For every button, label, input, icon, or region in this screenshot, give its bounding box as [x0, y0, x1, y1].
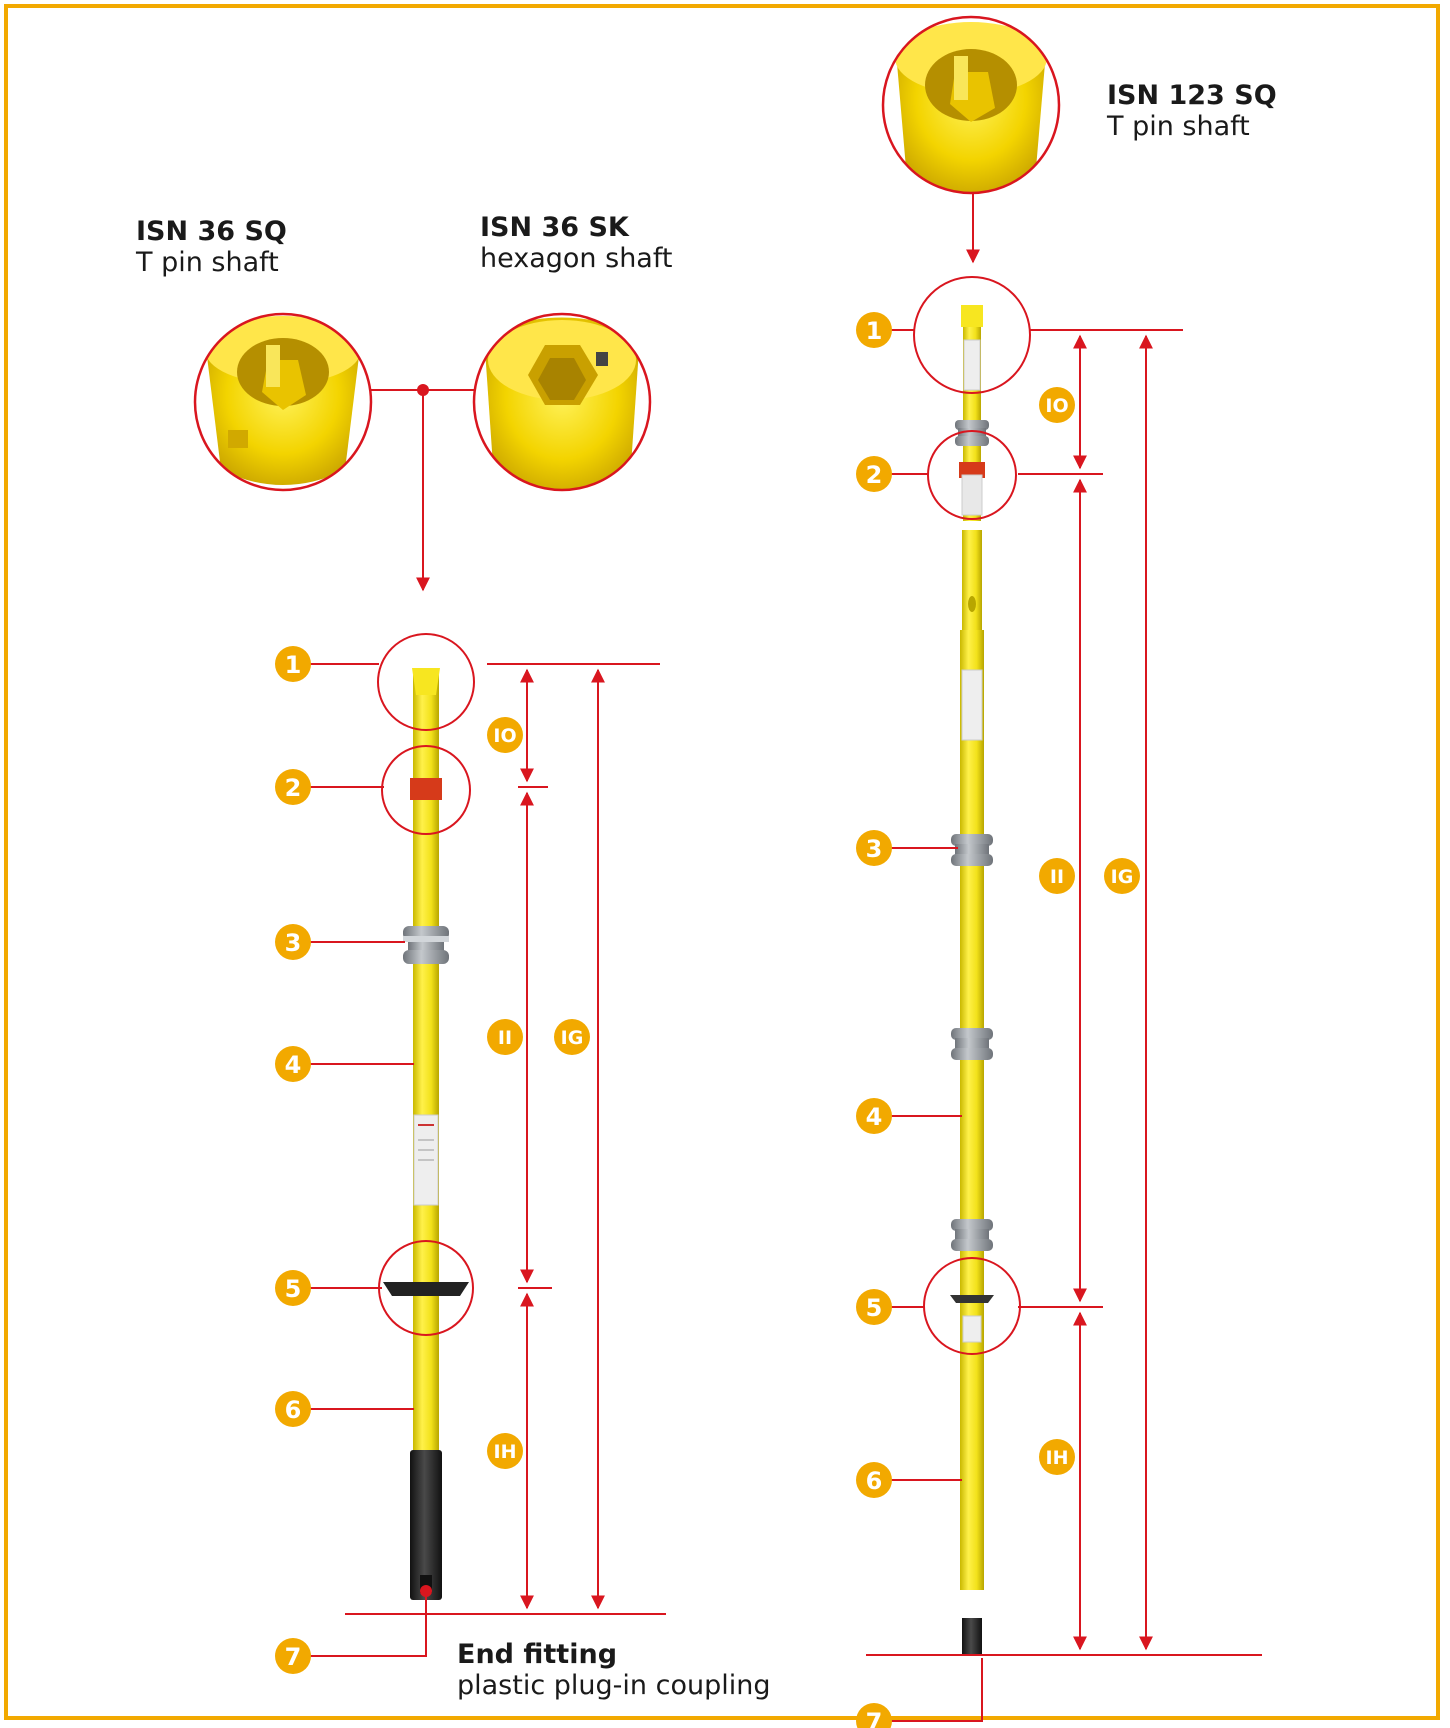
- left-marker-4: 4: [275, 1046, 311, 1082]
- svg-text:IH: IH: [494, 1441, 517, 1463]
- svg-text:II: II: [498, 1027, 512, 1049]
- svg-text:2: 2: [866, 461, 883, 489]
- left-hot-stick: [383, 668, 469, 1600]
- right-marker-7: 7: [856, 1703, 892, 1728]
- caption-isn123sq: ISN 123 SQ T pin shaft: [1107, 80, 1277, 142]
- svg-text:6: 6: [285, 1396, 302, 1424]
- svg-text:3: 3: [285, 929, 302, 957]
- right-hot-stick: [950, 305, 994, 1655]
- right-red-collar: [959, 462, 985, 478]
- left-dim-ii: II: [487, 1019, 523, 1055]
- svg-text:2: 2: [285, 774, 302, 802]
- right-marker-6: 6: [856, 1462, 892, 1498]
- caption-end-fitting-subtitle: plastic plug-in coupling: [457, 1670, 771, 1702]
- right-grey-ring-2: [951, 834, 993, 866]
- svg-text:IG: IG: [1111, 866, 1134, 888]
- left-red-collar: [410, 778, 442, 800]
- right-grey-ring-3: [951, 1028, 993, 1060]
- svg-text:1: 1: [866, 317, 883, 345]
- caption-isn36sk-subtitle: hexagon shaft: [480, 243, 673, 275]
- left-leader-lines: [310, 663, 427, 1657]
- svg-text:II: II: [1050, 866, 1064, 888]
- detail-isn36sq-image: [195, 314, 371, 490]
- left-end-fitting-point: [420, 1585, 432, 1597]
- right-dim-ii: II: [1039, 858, 1075, 894]
- detail-isn36sk-image: [474, 314, 650, 490]
- detail-isn123sq-image: [883, 17, 1059, 193]
- left-marker-3: 3: [275, 924, 311, 960]
- right-marker-4: 4: [856, 1098, 892, 1134]
- svg-text:4: 4: [866, 1103, 883, 1131]
- svg-text:7: 7: [285, 1643, 302, 1671]
- left-dimension-lines: [345, 663, 666, 1615]
- caption-isn36sk-title: ISN 36 SK: [480, 212, 629, 243]
- right-lower-shaft: [960, 630, 984, 1590]
- right-dim-io: IO: [1039, 387, 1075, 423]
- caption-isn36sq-title: ISN 36 SQ: [136, 216, 287, 247]
- caption-isn123sq-title: ISN 123 SQ: [1107, 80, 1277, 111]
- diagram-frame: [4, 4, 1440, 1720]
- svg-text:5: 5: [285, 1275, 302, 1303]
- left-grey-ring: [403, 926, 449, 964]
- left-marker-6: 6: [275, 1391, 311, 1427]
- caption-isn36sk: ISN 36 SK hexagon shaft: [480, 212, 672, 274]
- left-head: [412, 668, 440, 695]
- left-dim-ig: IG: [554, 1019, 590, 1055]
- left-marker-5: 5: [275, 1270, 311, 1306]
- caption-isn36sq: ISN 36 SQ T pin shaft: [136, 216, 287, 278]
- right-hand-guard: [950, 1295, 994, 1303]
- right-dimension-lines: [866, 329, 1262, 1656]
- caption-isn36sq-subtitle: T pin shaft: [136, 247, 279, 279]
- left-marker-7: 7: [275, 1638, 311, 1674]
- svg-text:IG: IG: [561, 1027, 584, 1049]
- right-marker-1: 1: [856, 312, 892, 348]
- left-hand-guard: [383, 1282, 469, 1296]
- right-grey-ring-1: [955, 420, 989, 446]
- left-marker-2: 2: [275, 769, 311, 805]
- right-end-fitting: [962, 1618, 982, 1655]
- right-marker-3: 3: [856, 830, 892, 866]
- caption-end-fitting-title: End fitting: [457, 1639, 618, 1670]
- right-grey-ring-4: [951, 1219, 993, 1251]
- svg-text:1: 1: [285, 651, 302, 679]
- left-shaft: [413, 670, 439, 1452]
- left-dim-io: IO: [487, 717, 523, 753]
- svg-text:IH: IH: [1046, 1447, 1069, 1469]
- svg-text:3: 3: [866, 835, 883, 863]
- right-dim-ig: IG: [1104, 858, 1140, 894]
- detail-circle-isn36sq: [193, 312, 373, 492]
- caption-end-fitting: End fitting plastic plug-in coupling: [457, 1639, 770, 1701]
- left-grip: [410, 1450, 442, 1600]
- detail-connectors: [371, 193, 980, 592]
- detail-circle-isn36sk: [472, 312, 652, 492]
- svg-text:4: 4: [285, 1051, 302, 1079]
- detail-circle-isn123sq: [881, 15, 1061, 195]
- svg-text:7: 7: [866, 1708, 883, 1728]
- svg-text:5: 5: [866, 1294, 883, 1322]
- left-dim-ih: IH: [487, 1433, 523, 1469]
- right-marker-2: 2: [856, 456, 892, 492]
- right-mid-shaft: [962, 530, 982, 630]
- caption-isn123sq-subtitle: T pin shaft: [1107, 111, 1250, 143]
- svg-text:6: 6: [866, 1467, 883, 1495]
- left-marker-1: 1: [275, 646, 311, 682]
- svg-text:IO: IO: [493, 725, 516, 747]
- right-marker-5: 5: [856, 1289, 892, 1325]
- svg-text:IO: IO: [1045, 395, 1068, 417]
- right-dim-ih: IH: [1039, 1439, 1075, 1475]
